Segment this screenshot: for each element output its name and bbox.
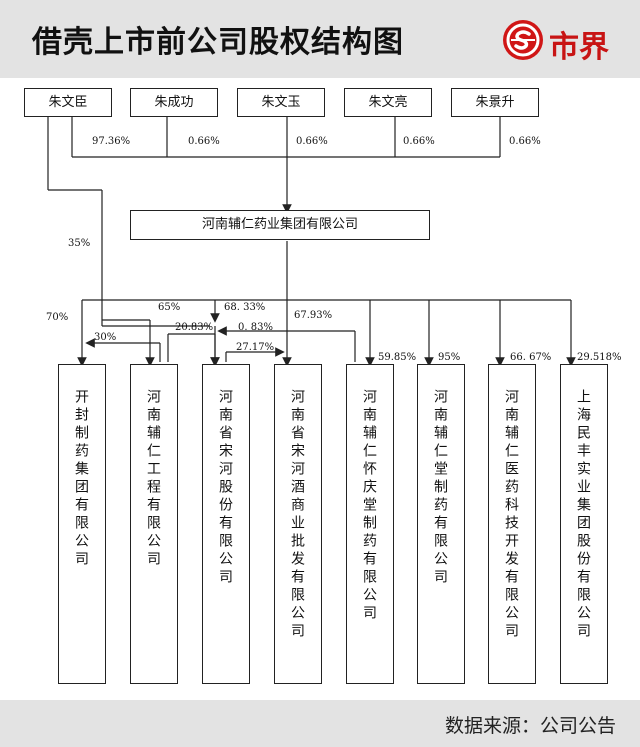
page-title: 借壳上市前公司股权结构图 (32, 25, 404, 60)
edge-label-kaifeng: 70% (46, 312, 69, 323)
shareholder-box: 朱成功 (130, 88, 218, 117)
share-label: 97.36% (92, 136, 131, 147)
subsidiary-box: 上海民丰实业集团股份有限公司 (560, 364, 608, 684)
shareholder-box: 朱文臣 (24, 88, 112, 117)
edge-label-yiyao: 66. 67% (510, 352, 552, 363)
subsidiary-box: 河南省宋河股份有限公司 (202, 364, 250, 684)
share-label: 0.66% (509, 136, 541, 147)
shareholder-box: 朱景升 (451, 88, 539, 117)
edge-label-zhu-songhe: 0. 83% (238, 322, 273, 333)
ownership-connectors (47, 117, 576, 367)
edge-label-gongcheng-kaifeng: 30% (94, 332, 117, 343)
edge-label-songhe: 68. 33% (224, 302, 266, 313)
edge-label-jiu: 67.93% (294, 310, 333, 321)
shareholder-box: 朱文亮 (344, 88, 432, 117)
subsidiary-box: 河南省宋河酒商业批发有限公司 (274, 364, 322, 684)
edge-label-zhu-direct: 35% (68, 238, 91, 249)
share-label: 0.66% (296, 136, 328, 147)
group-company-box: 河南辅仁药业集团有限公司 (130, 210, 430, 240)
logo-text: 市界 (549, 30, 609, 65)
subsidiary-box: 河南辅仁工程有限公司 (130, 364, 178, 684)
subsidiary-box: 开封制药集团有限公司 (58, 364, 106, 684)
edge-label-minfeng: 29.518% (577, 352, 622, 363)
brand-logo: 市界 (503, 20, 628, 65)
edge-label-songhe-jiu: 27.17% (236, 342, 275, 353)
footer-bar: 数据来源：公司公告 (0, 700, 640, 747)
shijie-logo-icon (503, 20, 543, 60)
edge-label-huaiqing: 59.85% (378, 352, 417, 363)
share-label: 0.66% (403, 136, 435, 147)
header-bar: 借壳上市前公司股权结构图 市界 (0, 0, 640, 78)
share-label: 0.66% (188, 136, 220, 147)
subsidiary-box: 河南辅仁堂制药有限公司 (417, 364, 465, 684)
data-source-note: 数据来源：公司公告 (444, 715, 616, 737)
subsidiary-box: 河南辅仁医药科技开发有限公司 (488, 364, 536, 684)
edge-label-gongcheng: 65% (158, 302, 181, 313)
subsidiary-box: 河南辅仁怀庆堂制药有限公司 (346, 364, 394, 684)
edge-label-rentang: 95% (438, 352, 461, 363)
edge-label-gongcheng-songhe: 20.83% (175, 322, 214, 333)
shareholder-box: 朱文玉 (237, 88, 325, 117)
